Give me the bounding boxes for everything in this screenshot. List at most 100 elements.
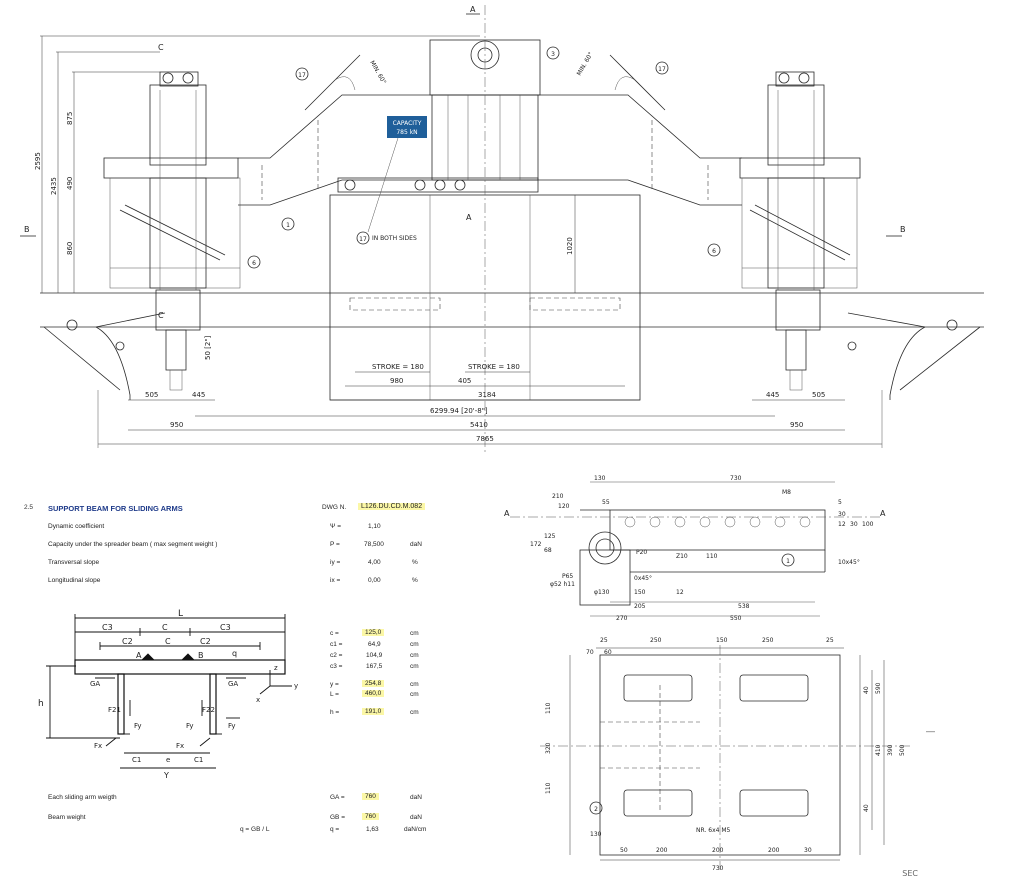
dwg-value: L126.DU.CD.M.082 — [358, 503, 426, 510]
section-a-mid: A — [466, 213, 472, 222]
sketch-label-h: h — [38, 699, 44, 709]
section-b-left: B — [24, 225, 30, 234]
callout-6-left: 6 — [252, 260, 256, 267]
callout-17-left: 17 — [298, 72, 306, 79]
weight-unit: daN — [410, 814, 422, 821]
sketch-label-fy: Fy — [186, 722, 194, 730]
callouts: 17 17 3 1 6 6 17 IN BOTH SIDES — [247, 46, 721, 269]
dim: 130 — [590, 831, 602, 838]
dim: φ130 — [594, 589, 610, 596]
param-sym: ix = — [330, 577, 341, 584]
dim: Z10 — [676, 553, 688, 560]
dim: 410 — [875, 744, 882, 756]
stroke-left: STROKE = 180 — [372, 363, 424, 371]
callout-3: 3 — [551, 51, 555, 58]
dim-445-right: 445 — [766, 391, 779, 399]
weight-unit: daN — [410, 794, 422, 801]
dim: 110 — [545, 702, 552, 714]
geom-value: 460,0 — [362, 690, 385, 697]
sketch-label-fy: Fy — [134, 722, 142, 730]
section-a-right: A — [880, 509, 886, 518]
dim: 50 — [620, 847, 628, 854]
dim-2435: 2435 — [50, 177, 58, 195]
dim: 130 — [594, 475, 606, 482]
dim: 120 — [558, 503, 570, 510]
geom-sym: L = — [330, 691, 339, 698]
section-markers: A A B B C C — [20, 5, 906, 320]
dim-6299: 6299.94 [20'-8"] — [430, 407, 488, 415]
geom-value: 125,0 — [362, 629, 385, 636]
dim: 730 — [712, 865, 724, 872]
weight-label: q = GB / L — [240, 826, 270, 833]
sketch-label-c1: C1 — [132, 756, 141, 764]
dim: 12 — [838, 521, 846, 528]
dim: 110 — [706, 553, 718, 560]
weight-sym: GA = — [330, 794, 345, 801]
dim-7865: 7865 — [476, 435, 494, 443]
geom-unit: cm — [410, 681, 419, 688]
geom-sym: c1 = — [330, 641, 343, 648]
dim: 590 — [875, 682, 882, 694]
geom-unit: cm — [410, 663, 419, 670]
sketch-label-ga: GA — [228, 680, 238, 688]
geom-value: 191,0 — [362, 708, 385, 715]
param-unit: % — [412, 577, 418, 584]
dim: 150 — [716, 637, 728, 644]
dim: 25 — [826, 637, 834, 644]
dim: 390 — [887, 744, 894, 756]
sketch-label-q: q — [232, 649, 237, 658]
param-value: 4,00 — [368, 559, 381, 566]
param-value: 1,10 — [368, 523, 381, 530]
sketch-label-c3: C3 — [102, 623, 113, 632]
section-a-left: A — [504, 509, 510, 518]
sketch-label-c1: C1 — [194, 756, 203, 764]
dim: 200 — [768, 847, 780, 854]
weight-value: 760 — [362, 793, 379, 800]
geom-unit: cm — [410, 641, 419, 648]
capacity-label: CAPACITY — [393, 120, 422, 127]
horizontal-dimensions: STROKE = 180 STROKE = 180 980 405 505 44… — [97, 363, 883, 448]
vertical-dimensions: 2595 2435 875 490 860 1020 50 [2"] — [34, 35, 576, 360]
weight-value: 1,63 — [366, 826, 379, 833]
param-label: Dynamic coefficient — [48, 523, 105, 530]
callout-1: 1 — [286, 222, 290, 229]
section-number: 2.5 — [24, 504, 34, 511]
dim: 550 — [730, 615, 742, 622]
dim-2595: 2595 — [34, 152, 42, 170]
sketch-label-c3: C3 — [220, 623, 231, 632]
dim: 40 — [863, 804, 870, 812]
dim: 172 — [530, 541, 542, 548]
dim: 70 — [586, 649, 594, 656]
section-c-top: C — [158, 43, 164, 52]
section-title: SUPPORT BEAM FOR SLIDING ARMS — [48, 504, 183, 513]
capacity-box — [387, 116, 427, 138]
geom-unit: cm — [410, 691, 419, 698]
geom-value: 104,9 — [366, 652, 383, 659]
dim: 250 — [762, 637, 774, 644]
geom-sym: c3 = — [330, 663, 343, 670]
dim-490: 490 — [66, 177, 74, 190]
dim: 110 — [545, 782, 552, 794]
weight-sym: GB = — [330, 814, 345, 821]
dim-445-left: 445 — [192, 391, 205, 399]
dim: 30 — [804, 847, 812, 854]
dim-860: 860 — [66, 242, 74, 255]
in-both-sides-note: IN BOTH SIDES — [372, 235, 417, 242]
dim: 12 — [676, 589, 684, 596]
left-sliding-arm-tower — [103, 71, 241, 391]
dim-405: 405 — [458, 377, 471, 385]
geom-value: 167,5 — [366, 663, 383, 670]
dim-875: 875 — [66, 112, 74, 125]
dim: 68 — [544, 547, 552, 554]
dim: 200 — [656, 847, 668, 854]
stroke-right: STROKE = 180 — [468, 363, 520, 371]
dim: 730 — [730, 475, 742, 482]
beam-sketch: L C3 C C3 C2 C C2 A B q h GA GA F21 F22 … — [38, 609, 298, 780]
dim: 10x45° — [838, 559, 860, 566]
dim-950-right: 950 — [790, 421, 803, 429]
dash-mark: — — [926, 726, 935, 736]
dim: 100 — [862, 521, 874, 528]
sketch-label-c: C — [165, 637, 171, 646]
geom-sym: c = — [330, 630, 339, 637]
detail-bottom-drawing: 2 25 250 150 250 25 70 60 50 200 200 200… — [540, 637, 918, 878]
